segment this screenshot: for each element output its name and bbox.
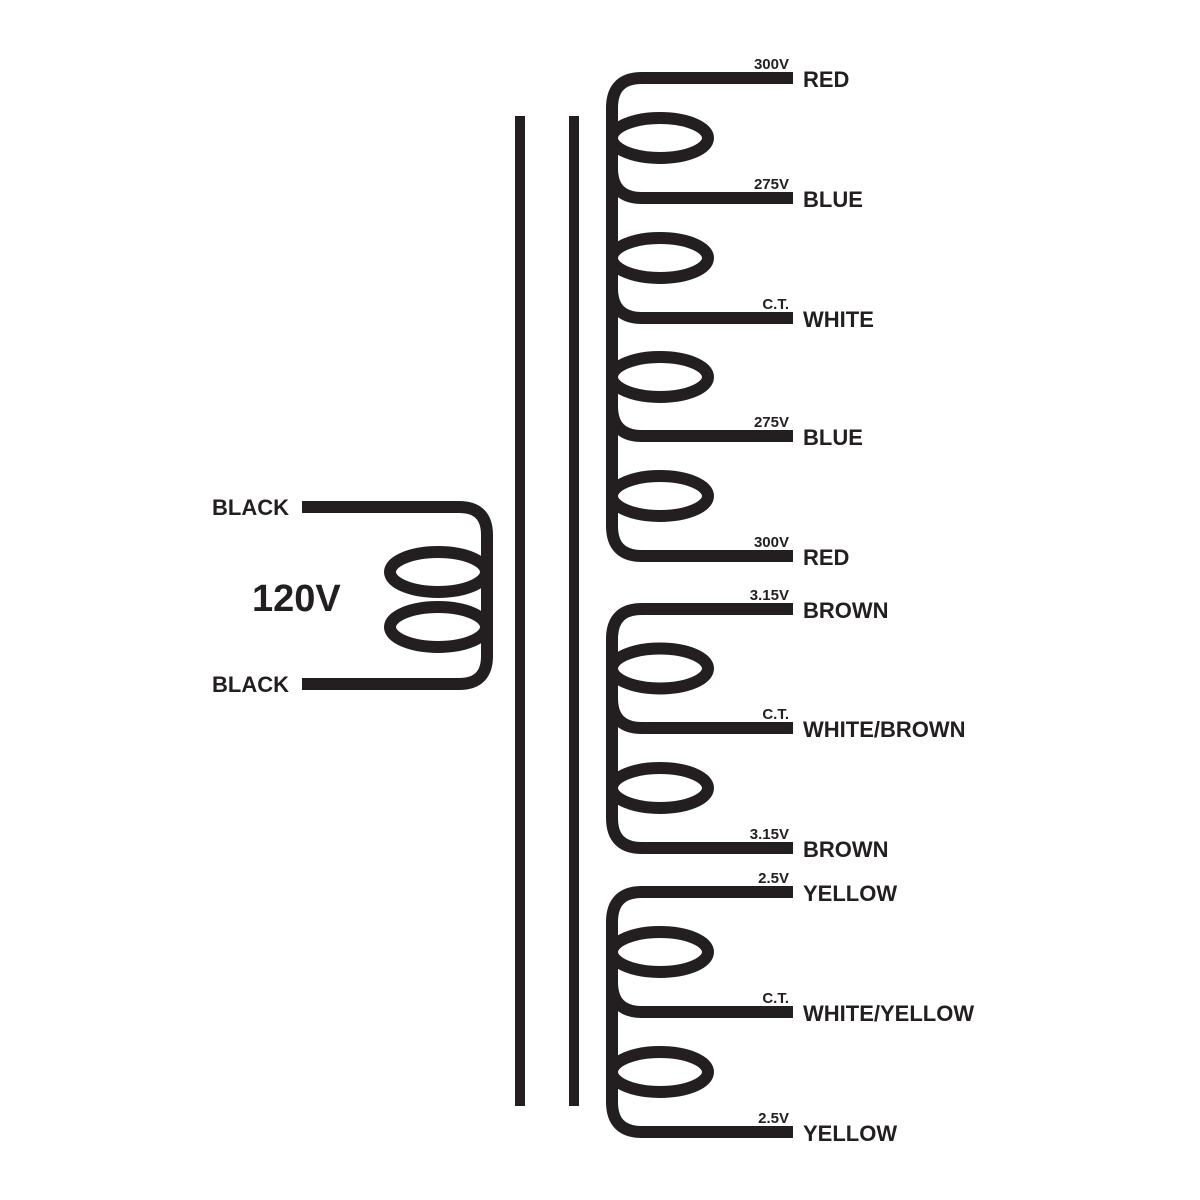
secondary-coil-loop <box>606 351 714 403</box>
secondary-coil-loop <box>606 926 714 978</box>
primary-lead-label: BLACK <box>212 495 289 520</box>
tap-voltage-label: 3.15V <box>750 826 789 843</box>
tap-voltage-label: 2.5V <box>758 870 789 887</box>
primary-winding: BLACK BLACK 120V <box>212 495 493 697</box>
tap-color-label: BLUE <box>803 187 863 212</box>
tap-voltage-label: C.T. <box>762 296 789 313</box>
tap-color-label: BLUE <box>803 425 863 450</box>
primary-coil-wire <box>302 501 493 690</box>
tap-color-label: WHITE/YELLOW <box>803 1001 974 1026</box>
tap-voltage-label: 300V <box>754 56 789 73</box>
primary-coil-loop <box>384 546 492 598</box>
tap-color-label: BROWN <box>803 598 889 623</box>
center-tap-wire <box>606 981 793 1018</box>
secondary-winding: 3.15V BROWN C.T. WHITE/BROWN 3.15V BROWN <box>606 587 966 862</box>
tap-voltage-label: C.T. <box>762 706 789 723</box>
tap-color-label: WHITE <box>803 307 874 332</box>
tap-voltage-label: 3.15V <box>750 587 789 604</box>
tap-voltage-label: C.T. <box>762 990 789 1007</box>
secondary-coil-loop <box>606 642 714 695</box>
center-tap-wire <box>606 405 793 442</box>
secondary-coil-loop <box>606 1046 714 1098</box>
center-tap-wire <box>606 167 793 204</box>
secondary-windings: 300VRED275VBLUEC.T.WHITE275VBLUE300VRED3… <box>606 56 974 1146</box>
tap-voltage-label: 2.5V <box>758 1110 789 1127</box>
transformer-core <box>515 116 579 1106</box>
tap-color-label: YELLOW <box>803 881 897 906</box>
secondary-coil-loop <box>606 762 714 814</box>
tap-color-label: WHITE/BROWN <box>803 717 966 742</box>
tap-color-label: YELLOW <box>803 1121 897 1146</box>
secondary-coil-loop <box>606 470 714 522</box>
tap-voltage-label: 300V <box>754 534 789 551</box>
center-tap-wire <box>606 287 793 324</box>
tap-color-label: RED <box>803 67 849 92</box>
secondary-coil-wire <box>606 603 793 854</box>
tap-color-label: RED <box>803 545 849 570</box>
secondary-coil-loop <box>606 232 714 284</box>
primary-coil-loop <box>384 601 492 653</box>
tap-voltage-label: 275V <box>754 414 789 431</box>
secondary-winding: 300V RED 275V BLUE C.T. WHITE 275V BLUE 300V RED <box>606 56 874 570</box>
secondary-coil-wire <box>606 72 793 562</box>
secondary-coil-wire <box>606 886 793 1138</box>
primary-voltage-label: 120V <box>252 578 341 620</box>
primary-lead-label: BLACK <box>212 672 289 697</box>
secondary-coil-loop <box>606 112 714 164</box>
secondary-winding: 2.5V YELLOW C.T. WHITE/YELLOW 2.5V YELLOW <box>606 870 974 1146</box>
tap-voltage-label: 275V <box>754 176 789 193</box>
tap-color-label: BROWN <box>803 837 889 862</box>
center-tap-wire <box>606 697 793 734</box>
